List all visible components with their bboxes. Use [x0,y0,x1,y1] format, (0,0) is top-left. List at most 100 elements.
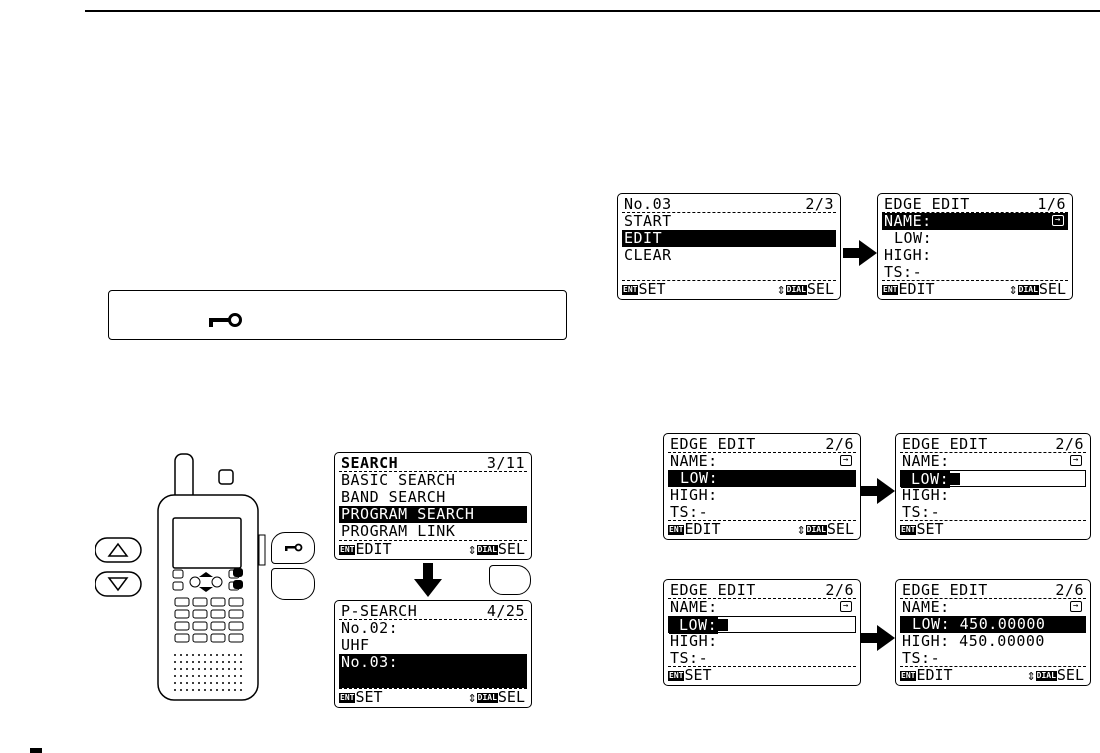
lcd-search: SEARCH 3/11 BASIC SEARCH BAND SEARCH PRO… [334,452,532,560]
enter-icon: → [840,601,852,612]
updown-icon: ⇕ [467,540,477,558]
menu-item-selected[interactable]: EDIT [622,230,836,247]
lcd-header: EDGE EDIT 2/6 [900,436,1086,453]
lcd-edge-edit-1: EDGE EDIT 1/6 NAME:→ LOW: HIGH: TS:- ENT… [877,193,1073,300]
menu-item[interactable]: CLEAR [624,246,672,264]
lcd-page: 2/6 [1055,435,1084,453]
footer-left: EDIT [916,666,953,684]
updown-icon: ⇕ [1026,666,1036,684]
lcd-footer: ENTEDIT ⇕DIALSEL [339,540,527,558]
list-item[interactable]: No.02: [341,619,399,637]
lcd-footer: ENTSET ⇕DIALSEL [622,280,836,298]
field-low-editing[interactable]: LOW: [668,616,856,634]
footer-left: EDIT [355,540,392,558]
field-name[interactable]: NAME:→ [900,599,1086,616]
field-ts[interactable]: TS:- [670,649,709,667]
field-low-selected[interactable]: LOW: [668,470,856,487]
updown-icon: ⇕ [467,688,477,706]
menu-item[interactable]: BAND SEARCH [341,488,446,506]
ent-chip: ENT [882,285,899,295]
lcd-edge-edit-2: EDGE EDIT 2/6 NAME:→ LOW: HIGH: TS:- ENT… [663,433,861,540]
lcd-no03: No.03 2/3 START EDIT CLEAR ENTSET ⇕DIALS… [617,193,841,300]
lcd-page: 2/6 [1055,581,1084,599]
ent-chip: ENT [339,545,356,555]
lcd-title: EDGE EDIT [902,581,988,599]
footer-left: EDIT [898,280,935,298]
lcd-footer: ENTSET [668,666,856,684]
lcd-page: 2/6 [825,435,854,453]
lcd-edge-edit-3: EDGE EDIT 2/6 NAME:→ LOW: HIGH: TS:- ENT… [895,433,1091,540]
lock-key-button[interactable] [271,532,315,564]
footer-left: SET [916,520,944,538]
enter-icon: → [1070,601,1082,612]
field-low[interactable]: LOW: [894,229,933,247]
lcd-title: EDGE EDIT [884,195,970,213]
side-button-2[interactable] [489,565,531,595]
updown-icon: ⇕ [796,520,806,538]
footer-left: SET [684,666,712,684]
lcd-title: EDGE EDIT [670,581,756,599]
list-item[interactable]: UHF [341,636,370,654]
lcd-title: P-SEARCH [341,602,418,620]
ent-chip: ENT [668,525,685,535]
lcd-edge-edit-5: EDGE EDIT 2/6 NAME:→ LOW: 450.00000 HIGH… [895,579,1091,686]
ent-chip: ENT [900,525,917,535]
menu-item[interactable]: START [624,212,672,230]
field-name[interactable]: NAME:→ [668,453,856,470]
dial-chip: DIAL [805,525,827,535]
field-high[interactable]: HIGH: [670,486,718,504]
radio-illustration [95,453,266,701]
dial-chip: DIAL [785,285,807,295]
side-button[interactable] [271,568,315,600]
menu-item[interactable]: BASIC SEARCH [341,471,456,489]
menu-item[interactable]: PROGRAM LINK [341,522,456,540]
text-cursor [950,473,961,485]
list-item-selected[interactable]: No.03: [339,654,527,688]
lcd-header: EDGE EDIT 1/6 [882,196,1068,213]
footer-right: SEL [497,688,525,706]
field-name[interactable]: NAME:→ [668,599,856,616]
lcd-header: EDGE EDIT 2/6 [668,582,856,599]
footer-left: SET [355,688,383,706]
field-high[interactable]: HIGH: 450.00000 [902,632,1045,650]
field-high[interactable]: HIGH: [884,246,932,264]
field-low-editing[interactable]: LOW: [900,470,1086,488]
footer-right: SEL [806,280,834,298]
field-ts[interactable]: TS:- [902,649,941,667]
footer-left: EDIT [684,520,721,538]
arrow-right-icon [861,625,895,651]
field-ts[interactable]: TS:- [884,263,923,281]
footer-right: SEL [826,520,854,538]
lcd-page: 2/3 [805,195,834,213]
lcd-header: No.03 2/3 [622,196,836,213]
field-high[interactable]: HIGH: [670,632,718,650]
enter-icon: → [1052,215,1064,226]
lcd-psearch: P-SEARCH 4/25 No.02: UHF No.03: ENTSET ⇕… [334,600,532,708]
lcd-title: No.03 [624,195,672,213]
dial-chip: DIAL [1017,285,1039,295]
lcd-title: EDGE EDIT [902,435,988,453]
field-name[interactable]: NAME:→ [900,453,1086,470]
lcd-footer: ENTEDIT ⇕DIALSEL [668,520,856,538]
key-icon [209,313,242,327]
note-box [108,290,567,340]
arrow-right-icon [843,240,877,266]
lcd-footer: ENTEDIT ⇕DIALSEL [882,280,1068,298]
lcd-header: EDGE EDIT 2/6 [900,582,1086,599]
field-name-selected[interactable]: NAME:→ [882,213,1068,230]
dial-chip: DIAL [1035,671,1057,681]
field-ts[interactable]: TS:- [902,503,941,521]
field-high[interactable]: HIGH: [902,486,950,504]
footer-right: SEL [497,540,525,558]
lcd-page: 3/11 [486,454,525,472]
lcd-header: SEARCH 3/11 [339,455,527,472]
footer-right: SEL [1056,666,1084,684]
field-ts[interactable]: TS:- [670,503,709,521]
field-low-selected[interactable]: LOW: 450.00000 [900,616,1086,633]
lcd-header: EDGE EDIT 2/6 [668,436,856,453]
lcd-page: 1/6 [1037,195,1066,213]
lcd-page: 4/25 [486,602,525,620]
menu-item-selected[interactable]: PROGRAM SEARCH [339,506,527,523]
enter-icon: → [840,455,852,466]
lcd-page: 2/6 [825,581,854,599]
